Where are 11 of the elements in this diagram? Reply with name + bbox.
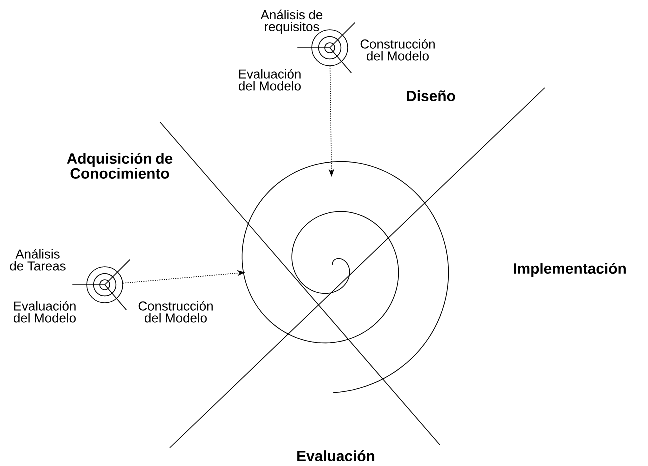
section-label: Adquisición de Conocimiento	[67, 152, 173, 179]
spiral-drawing	[242, 161, 450, 394]
section-label: Diseño	[407, 90, 456, 102]
step-label: Evaluación del Modelo	[239, 69, 301, 91]
step-label: Evaluación del Modelo	[14, 301, 76, 323]
step-label: Análisis de Tareas	[10, 249, 66, 271]
step-label: Construcción del Modelo	[138, 301, 213, 323]
step-label: Análisis de requisitos	[260, 10, 323, 34]
section-label: Implementación	[514, 262, 626, 278]
step-label: Construcción del Modelo	[360, 39, 435, 61]
section-label: Evaluación	[298, 450, 375, 462]
